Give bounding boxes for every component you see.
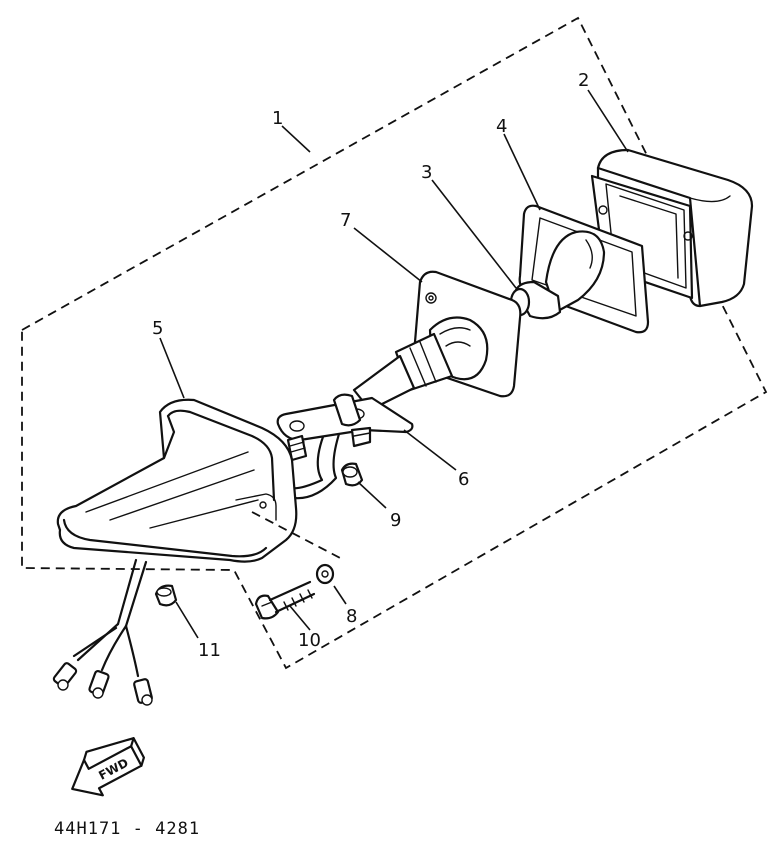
fwd-arrow: FWD: [71, 737, 146, 797]
callout-5: 5: [152, 318, 163, 339]
leader-lines: [159, 89, 629, 639]
callout-8: 8: [346, 606, 357, 627]
part-7-base-plate: [352, 270, 522, 412]
bolt-alignment-line: [251, 511, 345, 561]
part-9-nut: [340, 462, 364, 487]
assembly-boundary: [21, 16, 768, 670]
callout-10: 10: [298, 630, 321, 651]
part-5-body: [56, 398, 298, 563]
callout-11: 11: [198, 640, 221, 661]
callout-7: 7: [340, 210, 351, 231]
callout-3: 3: [421, 162, 432, 183]
part-8-washer: [315, 563, 335, 585]
wiring-harness: [52, 558, 153, 706]
wire-loop: [288, 414, 334, 490]
part-11-nut: [154, 584, 178, 607]
part-6-bracket: [276, 393, 414, 462]
part-10-bolt: [254, 580, 316, 620]
callout-9: 9: [390, 510, 401, 531]
callout-4: 4: [496, 116, 507, 137]
callout-1: 1: [272, 108, 283, 129]
callout-2: 2: [578, 70, 589, 91]
callout-6: 6: [458, 469, 469, 490]
part-code: 44H171 - 4281: [54, 819, 200, 839]
